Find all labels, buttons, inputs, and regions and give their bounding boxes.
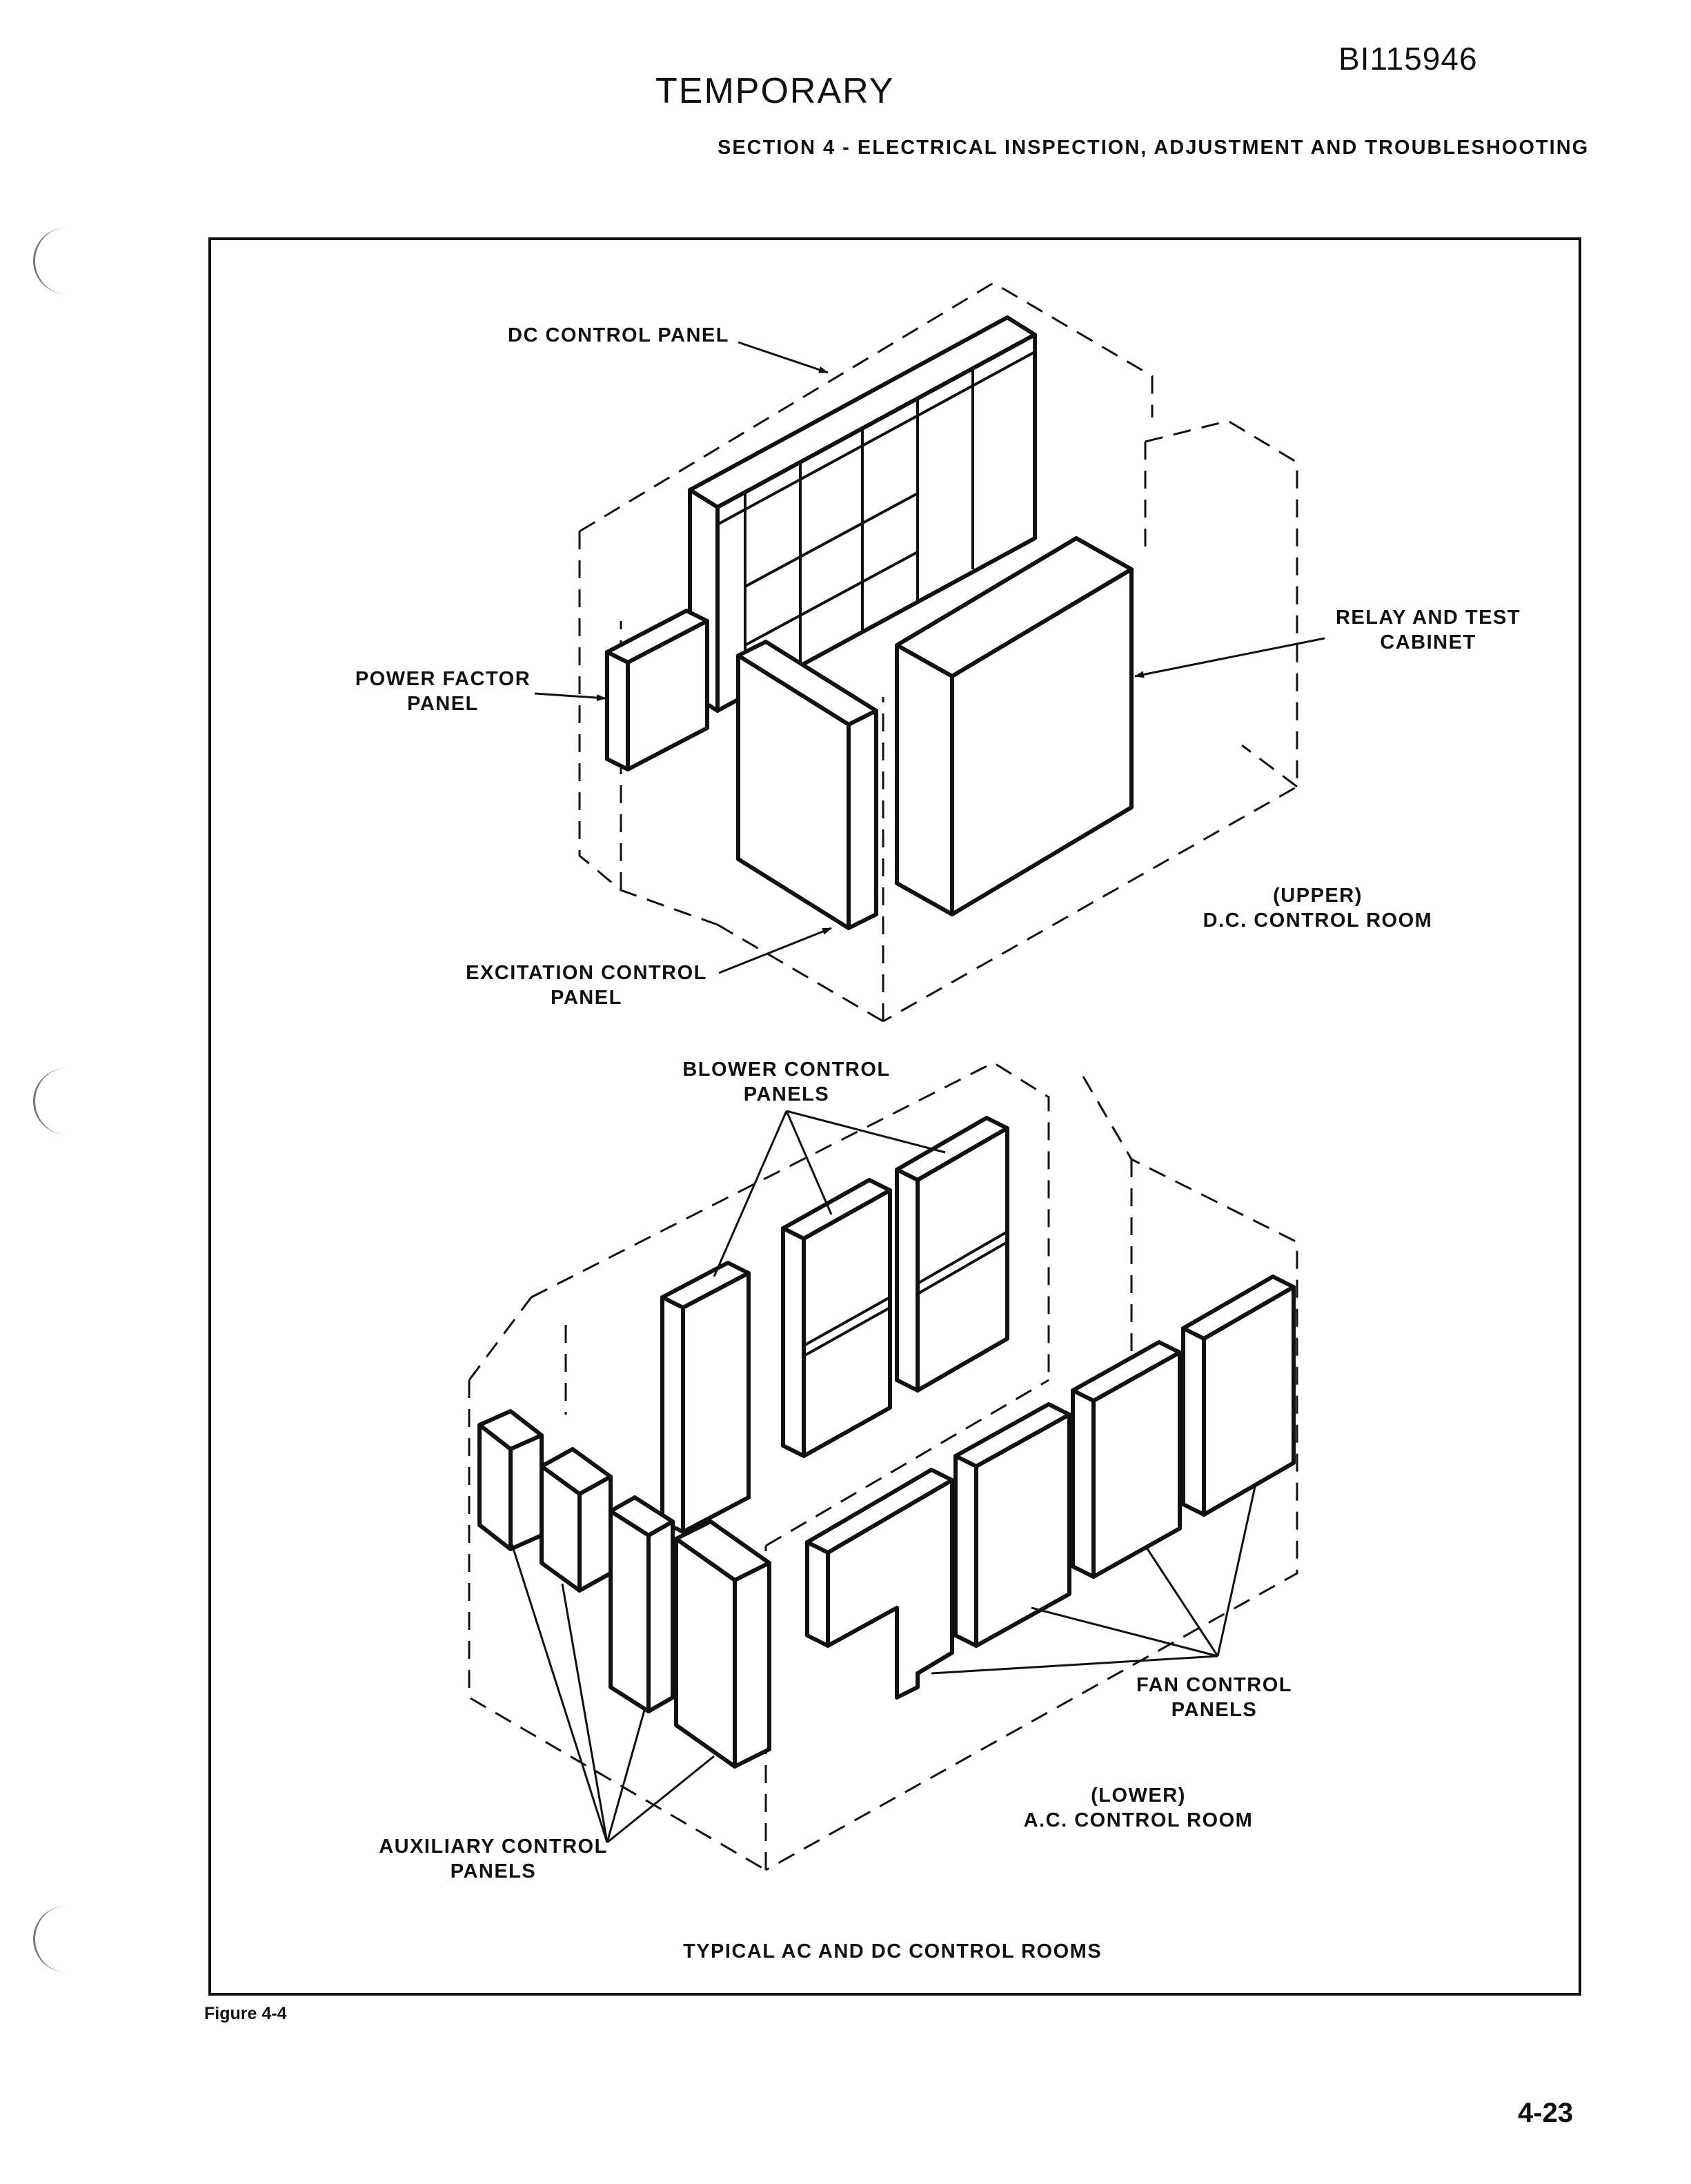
binder-hole-middle <box>33 1068 90 1134</box>
page-number: 4-23 <box>1518 2098 1574 2128</box>
upper-room-outline <box>578 282 1298 1023</box>
label-blower-line1: BLOWER CONTROL <box>682 1059 891 1081</box>
label-fan-line2: PANELS <box>1171 1699 1258 1721</box>
auxiliary-control-panel-1 <box>477 1409 544 1551</box>
excitation-control-panel-shape <box>736 640 878 930</box>
label-upper-room-line1: (UPPER) <box>1273 885 1363 907</box>
label-power-factor-line1: POWER FACTOR <box>355 668 531 690</box>
auxiliary-control-panel-4 <box>674 1519 771 1769</box>
fan-control-panel-1 <box>805 1468 954 1700</box>
figure-caption: TYPICAL AC AND DC CONTROL ROOMS <box>683 1940 1102 1962</box>
blower-control-panel-2 <box>781 1178 892 1458</box>
label-blower-control-panels: BLOWER CONTROL PANELS <box>676 1057 897 1107</box>
label-power-factor-panel: POWER FACTOR PANEL <box>353 667 533 716</box>
label-fan-control-panels: FAN CONTROL PANELS <box>1118 1673 1311 1722</box>
figure-frame <box>208 237 1581 1996</box>
blower-control-panel-3 <box>895 1116 1009 1393</box>
label-auxiliary-line1: AUXILIARY CONTROL <box>379 1836 608 1858</box>
leader-lines <box>511 341 1325 1844</box>
binder-hole-top <box>33 228 90 294</box>
label-relay-line1: RELAY AND TEST <box>1335 607 1521 629</box>
relay-test-cabinet-shape <box>895 536 1134 916</box>
label-excitation-control-panel: EXCITATION CONTROL PANEL <box>455 961 718 1010</box>
auxiliary-control-panel-3 <box>609 1495 675 1713</box>
label-auxiliary-control-panels: AUXILIARY CONTROL PANELS <box>366 1834 621 1884</box>
label-lower-room-line1: (LOWER) <box>1091 1784 1186 1807</box>
label-excitation-line1: EXCITATION CONTROL <box>466 962 707 984</box>
temporary-heading: TEMPORARY <box>655 71 895 111</box>
label-lower-room-line2: A.C. CONTROL ROOM <box>1023 1809 1254 1831</box>
label-dc-control-panel: DC CONTROL PANEL <box>508 323 729 348</box>
power-factor-panel-shape <box>605 609 709 771</box>
label-upper-room: (UPPER) D.C. CONTROL ROOM <box>1187 883 1449 933</box>
fan-control-panel-2 <box>953 1402 1071 1648</box>
section-title: SECTION 4 - ELECTRICAL INSPECTION, ADJUS… <box>718 137 1590 159</box>
fan-control-panel-4 <box>1181 1275 1296 1517</box>
label-upper-room-line2: D.C. CONTROL ROOM <box>1203 909 1433 932</box>
label-relay-test-cabinet: RELAY AND TEST CABINET <box>1325 605 1532 655</box>
label-power-factor-line2: PANEL <box>407 693 479 715</box>
auxiliary-control-panel-2 <box>540 1447 613 1593</box>
fan-control-panel-3 <box>1071 1340 1182 1579</box>
label-dc-control-panel-text: DC CONTROL PANEL <box>508 324 729 346</box>
label-excitation-line2: PANEL <box>551 987 622 1009</box>
label-relay-line2: CABINET <box>1380 631 1476 653</box>
label-blower-line2: PANELS <box>743 1083 830 1105</box>
label-auxiliary-line2: PANELS <box>450 1860 537 1882</box>
document-number: BI115946 <box>1338 41 1478 77</box>
figure-number: Figure 4-4 <box>204 2004 287 2023</box>
binder-hole-bottom <box>33 1906 90 1972</box>
label-lower-room: (LOWER) A.C. CONTROL ROOM <box>1007 1783 1269 1833</box>
label-fan-line1: FAN CONTROL <box>1136 1674 1292 1696</box>
blower-control-panel-1 <box>660 1261 751 1534</box>
